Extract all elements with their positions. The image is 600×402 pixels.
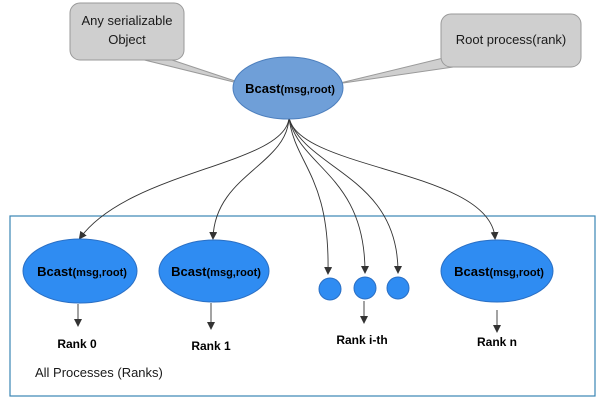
rank-i-label: Rank i-th	[336, 333, 387, 347]
rank-0-node-label: Bcast(msg,root)	[37, 264, 127, 279]
rank-1-label: Rank 1	[191, 339, 231, 353]
root-bcast-node: Bcast(msg,root)	[232, 56, 344, 120]
rank-i-dot-1	[318, 277, 342, 301]
arrow-to-rank-n	[288, 117, 499, 240]
process-rank-1: Bcast(msg,root) Rank 1	[158, 239, 270, 353]
serializable-object-callout: Any serializable Object	[69, 2, 251, 87]
root-node-title: Bcast	[245, 81, 281, 96]
callout-left-line2: Object	[108, 32, 146, 47]
callout-bubble-right	[440, 13, 582, 68]
all-processes-group-box	[9, 215, 596, 397]
root-process-callout: Root process(rank)	[335, 13, 582, 85]
broadcast-arrows	[78, 117, 499, 275]
root-node-label: Bcast(msg,root)	[245, 81, 335, 96]
rank-0-args: (msg,root)	[73, 267, 128, 279]
rank-1-node-label: Bcast(msg,root)	[171, 264, 261, 279]
rank-1-node-shape	[158, 239, 270, 303]
rank-n-args: (msg,root)	[490, 267, 545, 279]
process-rank-n: Bcast(msg,root) Rank n	[440, 239, 554, 349]
callout-left-line1: Any serializable	[81, 13, 172, 28]
process-rank-0: Bcast(msg,root) Rank 0	[22, 238, 138, 351]
arrow-to-dot-2	[288, 117, 369, 274]
rank-0-label: Rank 0	[57, 337, 97, 351]
arrow-to-rank-1	[209, 117, 290, 240]
arrow-to-dot-3	[288, 117, 402, 274]
arrow-to-rank-0	[78, 117, 290, 240]
all-processes-label: All Processes (Ranks)	[35, 365, 163, 380]
rank-0-node-shape	[22, 238, 138, 304]
rank-n-node-shape	[440, 239, 554, 303]
rank-1-title: Bcast	[171, 264, 207, 279]
rank-n-node-label: Bcast(msg,root)	[454, 264, 544, 279]
root-node-args: (msg,root)	[281, 84, 336, 96]
rank-1-args: (msg,root)	[207, 267, 262, 279]
rank-i-dot-3	[386, 276, 410, 300]
rank-i-dot-2	[353, 276, 377, 300]
process-rank-i-th: Rank i-th	[318, 276, 410, 347]
callout-bubble-left	[69, 2, 185, 61]
root-node-shape	[232, 56, 344, 120]
rank-n-title: Bcast	[454, 264, 490, 279]
rank-0-title: Bcast	[37, 264, 73, 279]
callout-right-text: Root process(rank)	[456, 32, 567, 47]
arrow-to-dot-1	[288, 117, 333, 275]
rank-n-label: Rank n	[477, 335, 517, 349]
